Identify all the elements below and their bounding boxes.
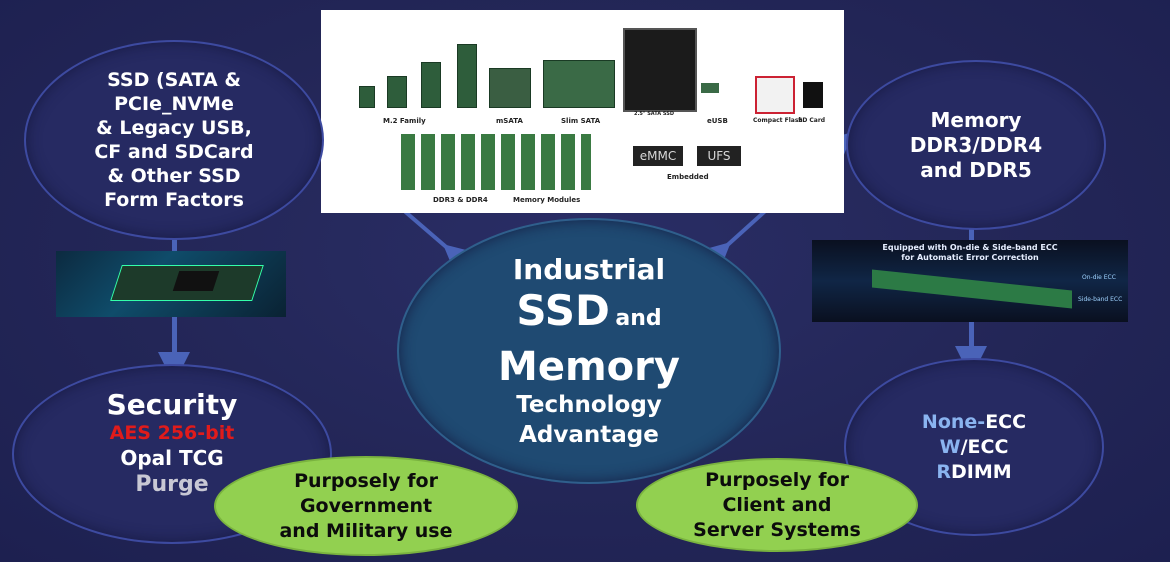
ecc-line-r: RDIMM [936,460,1011,485]
label-msata: mSATA [496,117,523,125]
label-eusb: eUSB [707,117,728,125]
security-opal: Opal TCG [120,446,224,470]
m2-stick-1 [359,86,375,108]
gov-line-2: Government [299,494,433,517]
memory-circle: Memory DDR3/DDR4 and DDR5 [846,60,1106,230]
label-slim-sata: Slim SATA [561,117,601,125]
center-line-4: Technology [516,391,662,418]
m2-stick-2 [387,76,407,108]
ssd-chip [172,271,220,291]
client-server-bubble: Purposely for Client and Server Systems [636,458,918,552]
ecc-r-rest: DIMM [950,460,1012,483]
sd-card [803,82,823,108]
ecc-caption-1: Equipped with On-die & Side-band ECC [882,243,1058,252]
ssd-line-6: Form Factors [104,189,244,211]
ssd-photo [56,251,286,317]
ecc-line-w: W/ECC [940,435,1009,460]
security-purge: Purge [135,472,209,497]
gov-line-3: and Military use [279,519,453,542]
ecc-none-rest: ECC [985,410,1027,433]
ssd-formfactor-circle: SSD (SATA & PCIe_NVMe & Legacy USB, CF a… [24,40,324,240]
memory-line-3: and DDR5 [920,157,1032,182]
ecc-caption-2: for Automatic Error Correction [901,253,1039,262]
emmc-chip: eMMC [633,146,683,166]
slim-sata-card [543,60,615,108]
memory-modules-group [401,134,591,190]
connector-photo-to-security [172,316,177,366]
label-embedded: Embedded [667,173,709,181]
client-line-3: Server Systems [693,518,861,541]
ecc-line-none: None-ECC [922,410,1026,435]
label-sd: SD Card [798,117,826,124]
ecc-label-sideband: Side-band ECC [1078,296,1123,303]
center-and: and [615,305,662,331]
label-cf: Compact Flash [753,117,803,124]
government-bubble: Purposely for Government and Military us… [214,456,518,556]
center-line-3: Memory [498,343,680,390]
center-circle: Industrial SSD and Memory Technology Adv… [397,218,781,484]
client-line-1: Purposely for [705,468,849,491]
m2-stick-3 [421,62,441,108]
cf-card [755,76,795,114]
center-ssd: SSD [516,285,610,335]
security-aes: AES 256-bit [109,422,235,444]
ssd25-drive [623,28,697,112]
label-ssd25: 2.5" SATA SSD [634,111,675,117]
m2-stick-4 [457,44,477,108]
center-line-5: Advantage [519,421,659,448]
center-line-1: Industrial [512,252,666,286]
ecc-none-accent: None- [921,410,986,433]
label-ddr: DDR3 & DDR4 [433,196,488,204]
ecc-dimm [872,269,1072,309]
ufs-chip: UFS [697,146,741,166]
memory-line-1: Memory [930,107,1022,132]
security-title: Security [106,388,238,421]
gov-line-1: Purposely for [294,469,438,492]
ssd-line-5: & Other SSD [107,165,241,187]
label-modules: Memory Modules [513,196,581,204]
ecc-photo: Equipped with On-die & Side-band ECC for… [812,240,1128,322]
eusb-module [701,83,719,93]
ssd-line-3: & Legacy USB, [96,117,252,139]
msata-card [489,68,531,108]
ssd-line-4: CF and SDCard [94,141,254,163]
product-panel: M.2 Family mSATA Slim SATA 2.5" SATA SSD… [321,10,844,213]
client-line-2: Client and [722,493,832,516]
ecc-w-accent: W [939,435,961,458]
connector-ssd-to-photo [172,232,177,252]
ssd-line-2: PCIe_NVMe [114,93,234,115]
memory-line-2: DDR3/DDR4 [909,132,1043,157]
ecc-w-rest: /ECC [960,435,1009,458]
center-line-2: SSD and [516,285,662,344]
ecc-r-accent: R [936,460,951,483]
connector-memory-to-photo [969,222,974,242]
ssd-line-1: SSD (SATA & [107,69,241,91]
security-circle: Security AES 256-bit Opal TCG Purge [12,364,332,544]
label-m2: M.2 Family [383,117,426,125]
ecc-label-ondie: On-die ECC [1082,274,1116,281]
